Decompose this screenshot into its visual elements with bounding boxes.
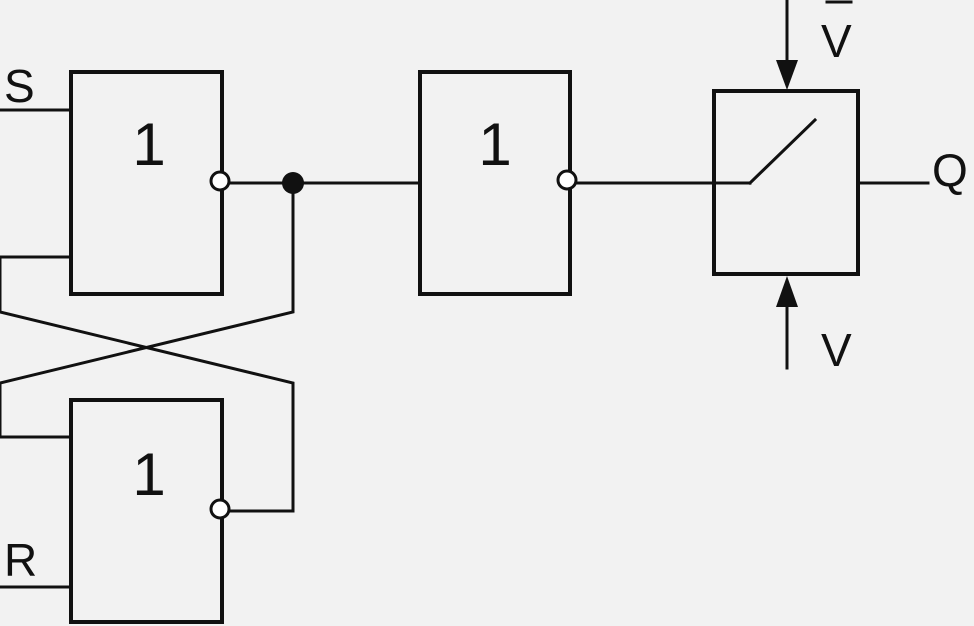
gate-r-output-bubble — [209, 498, 231, 520]
junction-dot — [282, 172, 304, 194]
gate-inverter — [418, 70, 572, 296]
label-supply-bottom: V — [821, 324, 852, 376]
label-input-r: R — [4, 534, 37, 586]
label-input-s: S — [4, 60, 35, 112]
label-supply-top: V — [821, 15, 852, 67]
arrow-supply-bottom-head — [776, 276, 798, 307]
gate-inverter-output-bubble — [556, 169, 578, 191]
gate-inverter-label: 1 — [478, 111, 511, 178]
label-output-q: Q — [932, 144, 968, 196]
gate-s-label: 1 — [132, 111, 165, 178]
switch-contact-arm — [747, 117, 818, 186]
wire-feedback-to-gate-r — [0, 181, 295, 439]
gate-s-output-bubble — [209, 170, 231, 192]
gate-r — [69, 398, 224, 624]
gate-s — [69, 70, 224, 296]
arrow-supply-top-head — [776, 60, 798, 90]
gate-r-label: 1 — [132, 441, 165, 508]
